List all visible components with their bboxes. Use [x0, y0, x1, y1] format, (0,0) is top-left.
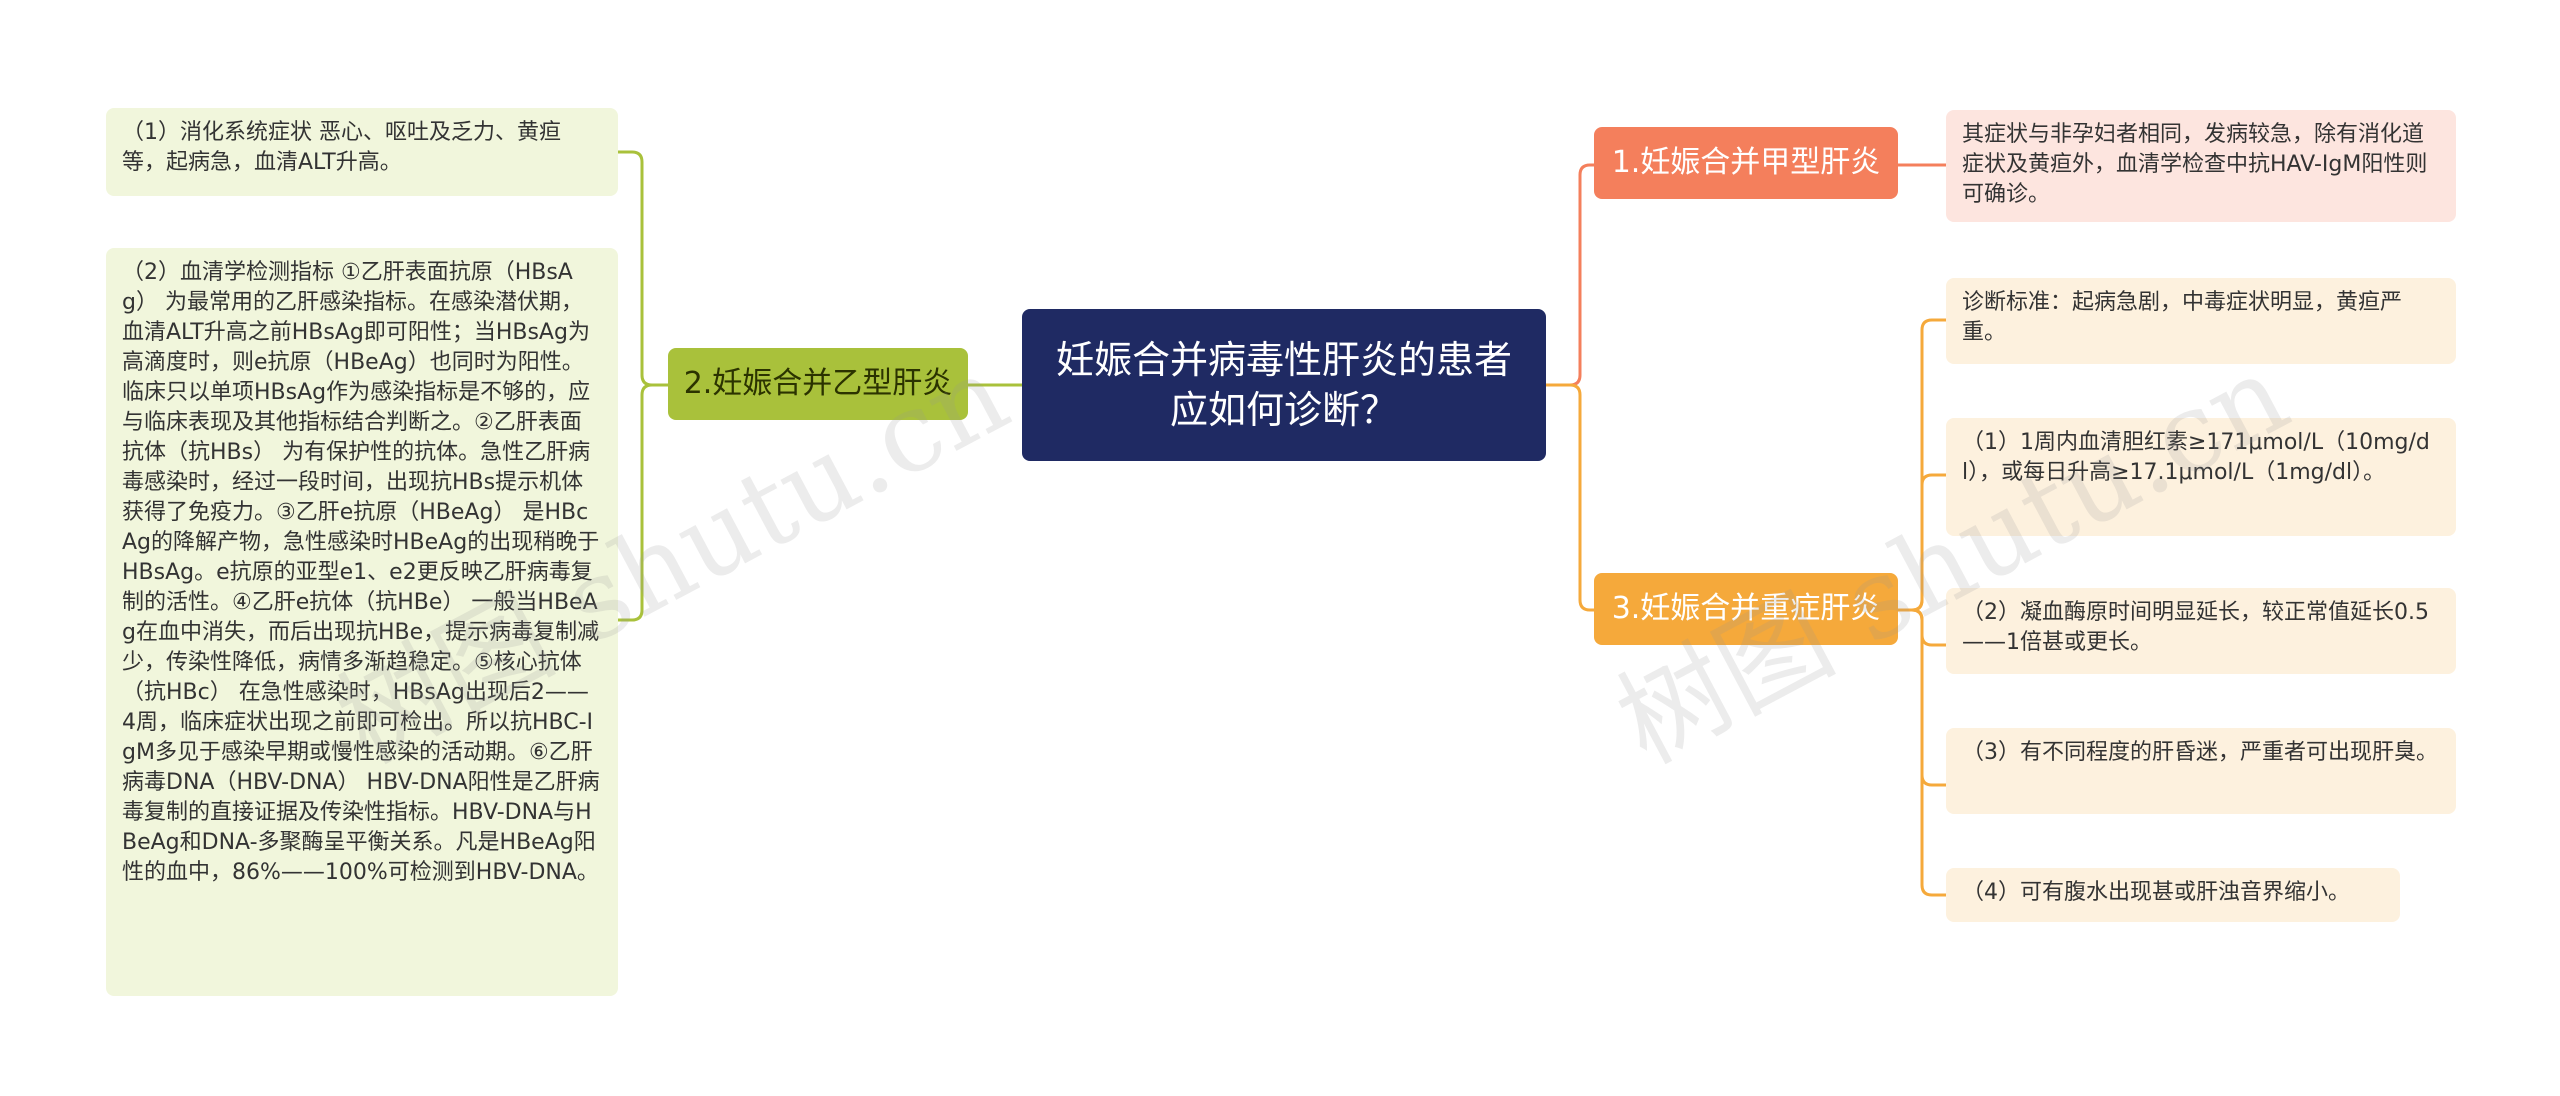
link-severe-leaf3 — [1911, 608, 1946, 647]
branch-severe[interactable]: 3.妊娠合并重症肝炎 — [1594, 573, 1898, 645]
leaf-hep-b-2[interactable]: （2）血清学检测指标 ①乙肝表面抗原（HBsAg） 为最常用的乙肝感染指标。在感… — [106, 248, 618, 996]
link-root-severe — [1546, 383, 1606, 612]
root-title: 妊娠合并病毒性肝炎的患者应如何诊断？ — [1055, 338, 1512, 432]
leaf-severe-2-text: （1）1周内血清胆红素≥171μmol/L（10mg/dl），或每日升高≥17.… — [1962, 430, 2430, 485]
leaf-severe-2[interactable]: （1）1周内血清胆红素≥171μmol/L（10mg/dl），或每日升高≥17.… — [1946, 418, 2456, 536]
branch-hep-a-label: 1.妊娠合并甲型肝炎 — [1611, 145, 1881, 180]
leaf-severe-3[interactable]: （2）凝血酶原时间明显延长，较正常值延长0.5——1倍甚或更长。 — [1946, 588, 2456, 674]
link-severe-leaf5 — [1911, 608, 1946, 897]
link-severe-leaf4 — [1911, 608, 1946, 787]
leaf-severe-5-text: （4）可有腹水出现甚或肝浊音界缩小。 — [1962, 880, 2350, 905]
branch-hep-b[interactable]: 2.妊娠合并乙型肝炎 — [668, 348, 968, 420]
leaf-hep-a-1[interactable]: 其症状与非孕妇者相同，发病较急，除有消化道症状及黄疸外，血清学检查中抗HAV-I… — [1946, 110, 2456, 222]
link-hep-b-leaves — [618, 150, 668, 387]
leaf-hep-a-1-text: 其症状与非孕妇者相同，发病较急，除有消化道症状及黄疸外，血清学检查中抗HAV-I… — [1962, 122, 2428, 207]
leaf-severe-5[interactable]: （4）可有腹水出现甚或肝浊音界缩小。 — [1946, 868, 2400, 922]
link-hep-b-leaf2 — [618, 383, 668, 622]
link-severe-leaf2 — [1911, 473, 1946, 612]
leaf-severe-4[interactable]: （3）有不同程度的肝昏迷，严重者可出现肝臭。 — [1946, 728, 2456, 814]
branch-hep-b-label: 2.妊娠合并乙型肝炎 — [683, 366, 953, 401]
link-root-hep-a — [1546, 163, 1606, 387]
leaf-severe-3-text: （2）凝血酶原时间明显延长，较正常值延长0.5——1倍甚或更长。 — [1962, 600, 2429, 655]
leaf-severe-1[interactable]: 诊断标准：起病急剧，中毒症状明显，黄疸严重。 — [1946, 278, 2456, 364]
leaf-severe-4-text: （3）有不同程度的肝昏迷，严重者可出现肝臭。 — [1962, 740, 2438, 765]
root-topic[interactable]: 妊娠合并病毒性肝炎的患者应如何诊断？ — [1022, 309, 1546, 461]
leaf-hep-b-1[interactable]: （1）消化系统症状 恶心、呕吐及乏力、黄疸等，起病急，血清ALT升高。 — [106, 108, 618, 196]
leaf-hep-b-2-text: （2）血清学检测指标 ①乙肝表面抗原（HBsAg） 为最常用的乙肝感染指标。在感… — [122, 260, 600, 885]
branch-hep-a[interactable]: 1.妊娠合并甲型肝炎 — [1594, 127, 1898, 199]
leaf-hep-b-1-text: （1）消化系统症状 恶心、呕吐及乏力、黄疸等，起病急，血清ALT升高。 — [122, 120, 561, 175]
branch-severe-label: 3.妊娠合并重症肝炎 — [1611, 591, 1881, 626]
leaf-severe-1-text: 诊断标准：起病急剧，中毒症状明显，黄疸严重。 — [1962, 290, 2403, 345]
